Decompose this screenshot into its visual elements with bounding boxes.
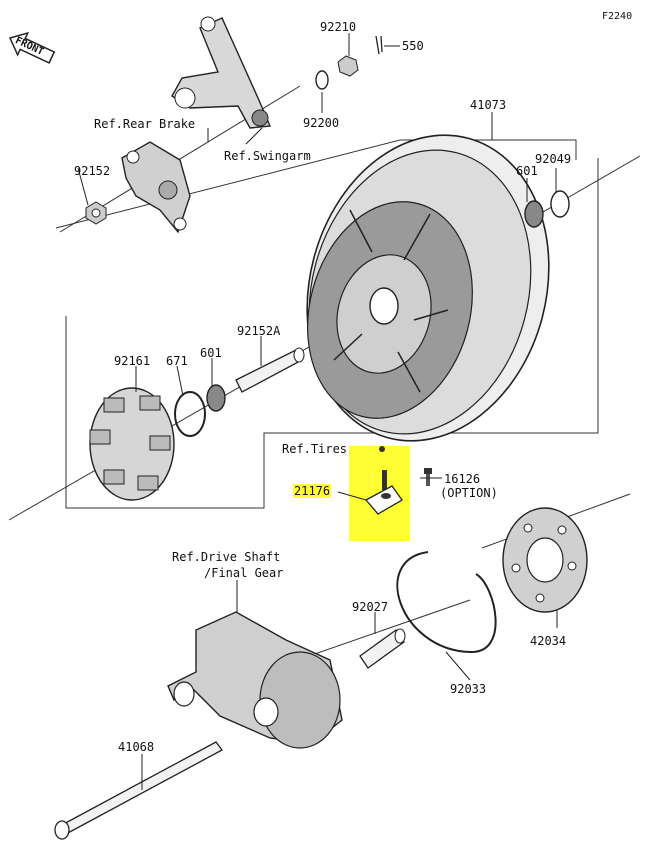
bolt-16126 [424,468,432,486]
rear-wheel [306,134,550,442]
ref-tires-dot [379,446,385,452]
final-gear-case [167,611,343,749]
caliper-bracket [121,141,191,234]
spacer-92027 [359,628,406,669]
cotter-pin-550 [375,35,383,55]
label-92049: 92049 [535,152,572,166]
label-92027: 92027 [352,600,389,614]
label-21176: 21176 [293,484,332,498]
label-16126-option: (OPTION) [440,486,498,500]
panel-outline-upper [55,139,577,229]
ref-rear-brake: Ref.Rear Brake [94,117,196,131]
front-arrow-icon [8,31,56,64]
ref-final-gear: /Final Gear [204,566,284,580]
leader-lines [77,33,558,790]
label-92161: 92161 [114,354,151,368]
label-92033: 92033 [450,682,487,696]
label-601-top: 601 [516,164,538,178]
label-41073: 41073 [470,98,507,112]
tire-valve-21176 [364,470,403,515]
label-16126: 16126 [444,472,481,486]
label-601-mid: 601 [200,346,222,360]
label-550: 550 [402,39,424,53]
label-92152: 92152 [74,164,111,178]
seal-92049 [550,190,570,218]
label-92152A: 92152A [237,324,281,338]
ref-tires: Ref.Tires [282,442,348,456]
spacer-92152A [235,347,305,393]
circlip-92033 [396,551,497,654]
label-92210: 92210 [320,20,357,34]
rear-brake-bracket [171,16,272,129]
label-92200: 92200 [303,116,340,130]
panel-outline-main [65,158,599,509]
damper-92161 [89,387,175,501]
label-42034: 42034 [530,634,567,648]
ref-drive-shaft: Ref.Drive Shaft [172,550,281,564]
hub-flange-42034 [502,507,588,613]
bearing-601-mid [206,384,226,412]
axle-41068 [54,741,223,840]
label-41068: 41068 [118,740,155,754]
ref-swingarm: Ref.Swingarm [224,149,311,163]
label-671: 671 [166,354,188,368]
bearing-601-top [524,200,544,228]
oring-671 [174,391,206,437]
diagram-id: F2240 [602,11,633,22]
nut-92152 [85,201,107,225]
nut-92210 [337,55,359,77]
washer-92200 [315,70,329,90]
